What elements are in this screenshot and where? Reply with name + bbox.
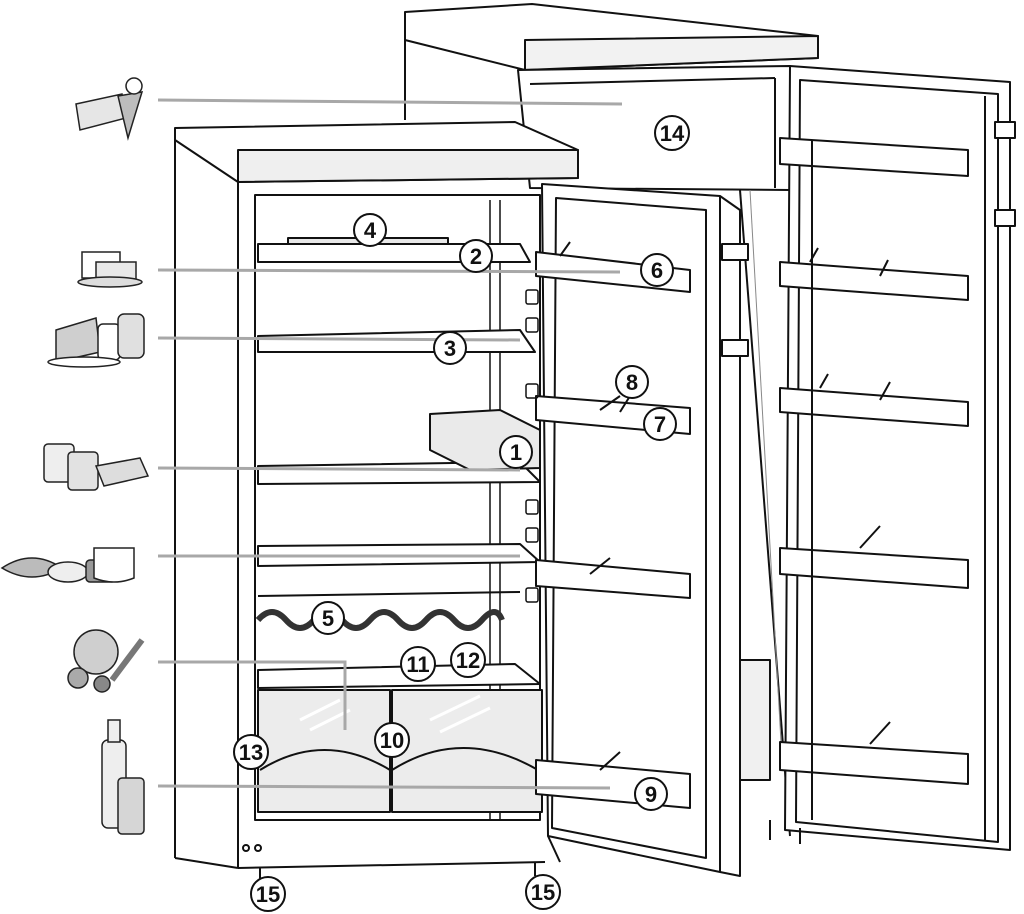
right-door — [769, 65, 1016, 851]
callout-5: 5 — [311, 601, 345, 635]
callout-10: 10 — [374, 722, 410, 758]
yogurt-butter-icon — [43, 443, 150, 491]
ice-cream-icon — [75, 77, 144, 141]
bottle-can-icon — [101, 719, 145, 835]
fridge-body — [174, 121, 579, 880]
svg-text:12: 12 — [456, 648, 480, 673]
svg-text:10: 10 — [380, 728, 404, 753]
svg-text:13: 13 — [239, 740, 263, 765]
callout-7: 7 — [643, 407, 677, 441]
callout-15-left: 15 — [250, 876, 286, 912]
callout-8: 8 — [615, 365, 649, 399]
svg-text:15: 15 — [256, 882, 280, 907]
fish-meat-pot-icon — [0, 547, 135, 583]
callout-3: 3 — [433, 331, 467, 365]
cheese-butter-icon — [77, 251, 143, 288]
cake-cans-icon — [47, 313, 145, 368]
svg-text:6: 6 — [651, 258, 663, 283]
callout-13: 13 — [233, 734, 269, 770]
callout-1: 1 — [499, 435, 533, 469]
vegetables-icon — [67, 629, 145, 693]
svg-text:2: 2 — [470, 244, 482, 269]
svg-text:5: 5 — [322, 606, 334, 631]
svg-text:11: 11 — [406, 652, 429, 677]
rear-cabinet — [404, 3, 819, 837]
svg-text:7: 7 — [654, 412, 666, 437]
callout-6: 6 — [640, 253, 674, 287]
callout-9: 9 — [634, 777, 668, 811]
callout-12: 12 — [450, 642, 486, 678]
callout-14: 14 — [654, 115, 690, 151]
svg-text:8: 8 — [626, 370, 638, 395]
svg-text:4: 4 — [364, 218, 377, 243]
svg-text:15: 15 — [531, 880, 555, 905]
svg-text:1: 1 — [510, 440, 522, 465]
callouts: 1 2 3 4 5 6 7 8 9 10 11 12 13 14 15 15 — [233, 115, 690, 912]
svg-text:9: 9 — [645, 782, 657, 807]
callout-11: 11 — [400, 646, 436, 682]
callout-15-right: 15 — [525, 874, 561, 910]
callout-4: 4 — [353, 213, 387, 247]
svg-text:3: 3 — [444, 336, 456, 361]
front-door — [525, 183, 749, 877]
svg-text:14: 14 — [660, 121, 685, 146]
callout-2: 2 — [459, 239, 493, 273]
